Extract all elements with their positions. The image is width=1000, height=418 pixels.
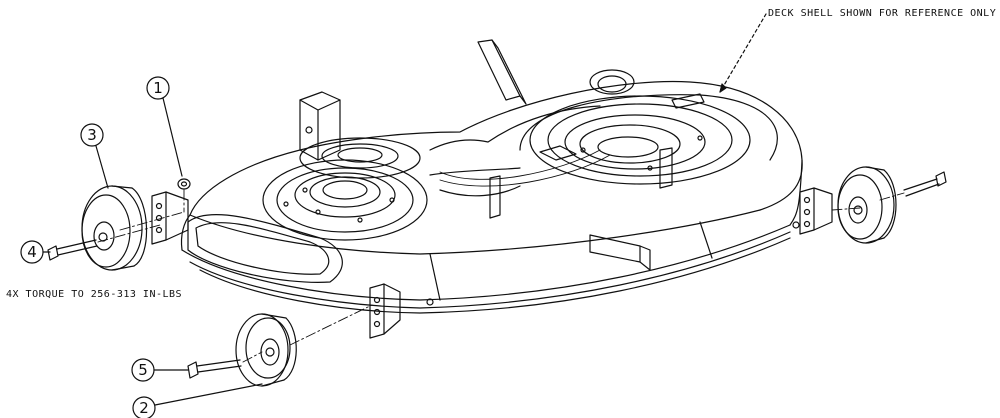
deck-shell [180, 80, 803, 314]
wheel-front-left [81, 185, 148, 271]
torque-note: 4X TORQUE TO 256-313 IN-LBS [6, 289, 183, 300]
bolt-right [903, 171, 947, 197]
bolt-front-left [47, 239, 98, 261]
callout-4: 4 [20, 240, 51, 264]
callout-3: 3 [80, 123, 109, 189]
callout-1-number: 1 [153, 79, 163, 97]
wheel-right [837, 166, 897, 244]
callout-5-number: 5 [138, 361, 148, 379]
bolt-front-right [187, 359, 242, 379]
callout-1: 1 [146, 76, 183, 177]
wheel-front-right [235, 313, 297, 387]
reference-note: DECK SHELL SHOWN FOR REFERENCE ONLY [768, 8, 997, 19]
callout-5: 5 [131, 358, 189, 382]
callout-3-number: 3 [87, 126, 97, 144]
callout-2: 2 [132, 383, 263, 418]
deck-brackets [151, 39, 833, 339]
callout-4-number: 4 [27, 243, 37, 261]
reference-arrow [719, 83, 727, 93]
reference-leader [719, 13, 767, 93]
assembly-centerlines [97, 189, 905, 363]
nut-part [177, 178, 191, 190]
callout-2-number: 2 [139, 399, 149, 417]
